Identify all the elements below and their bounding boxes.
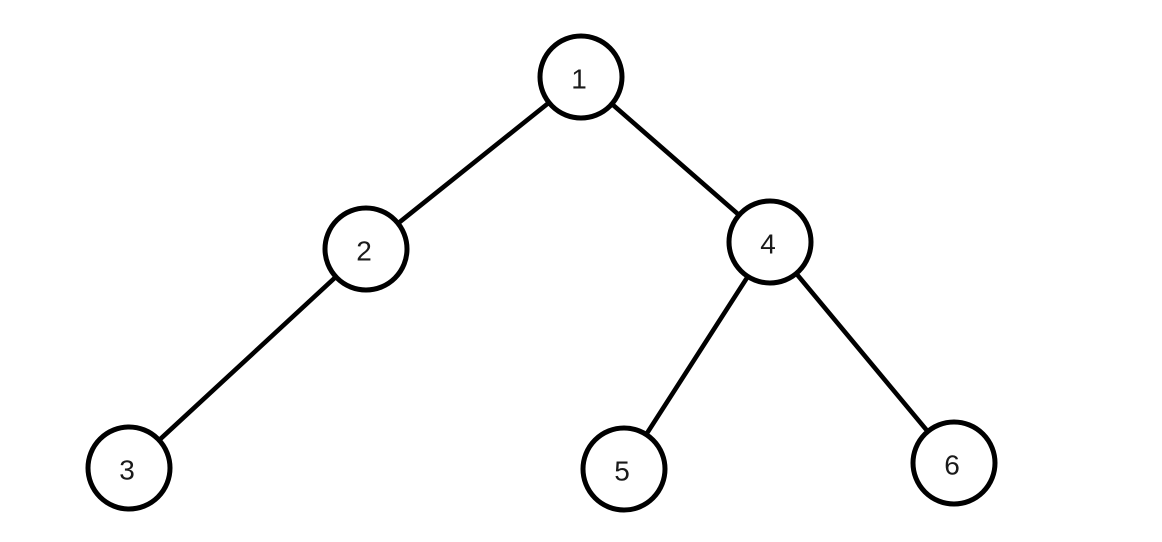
tree-node-circle-2	[322, 205, 410, 293]
tree-node-circle-5	[580, 425, 668, 513]
tree-node-4: 4	[726, 198, 814, 286]
tree-node-label-2: 2	[356, 236, 372, 267]
tree-node-circle-6	[910, 419, 998, 507]
tree-node-label-3: 3	[119, 455, 135, 486]
tree-edge-2-3	[126, 246, 369, 471]
tree-node-3: 3	[85, 424, 173, 512]
tree-node-circle-4	[726, 198, 814, 286]
tree-edge-1-2	[363, 74, 584, 252]
tree-node-5: 5	[580, 425, 668, 513]
tree-node-circle-3	[85, 424, 173, 512]
tree-edge-4-5	[621, 239, 773, 472]
tree-node-label-6: 6	[944, 450, 960, 481]
tree-node-2: 2	[322, 205, 410, 293]
tree-node-label-4: 4	[760, 229, 776, 260]
tree-edge-4-6	[767, 239, 957, 466]
tree-node-1: 1	[537, 33, 625, 121]
tree-node-6: 6	[910, 419, 998, 507]
tree-node-label-5: 5	[614, 456, 630, 487]
tree-node-label-1: 1	[571, 64, 587, 95]
tree-node-circle-1	[537, 33, 625, 121]
